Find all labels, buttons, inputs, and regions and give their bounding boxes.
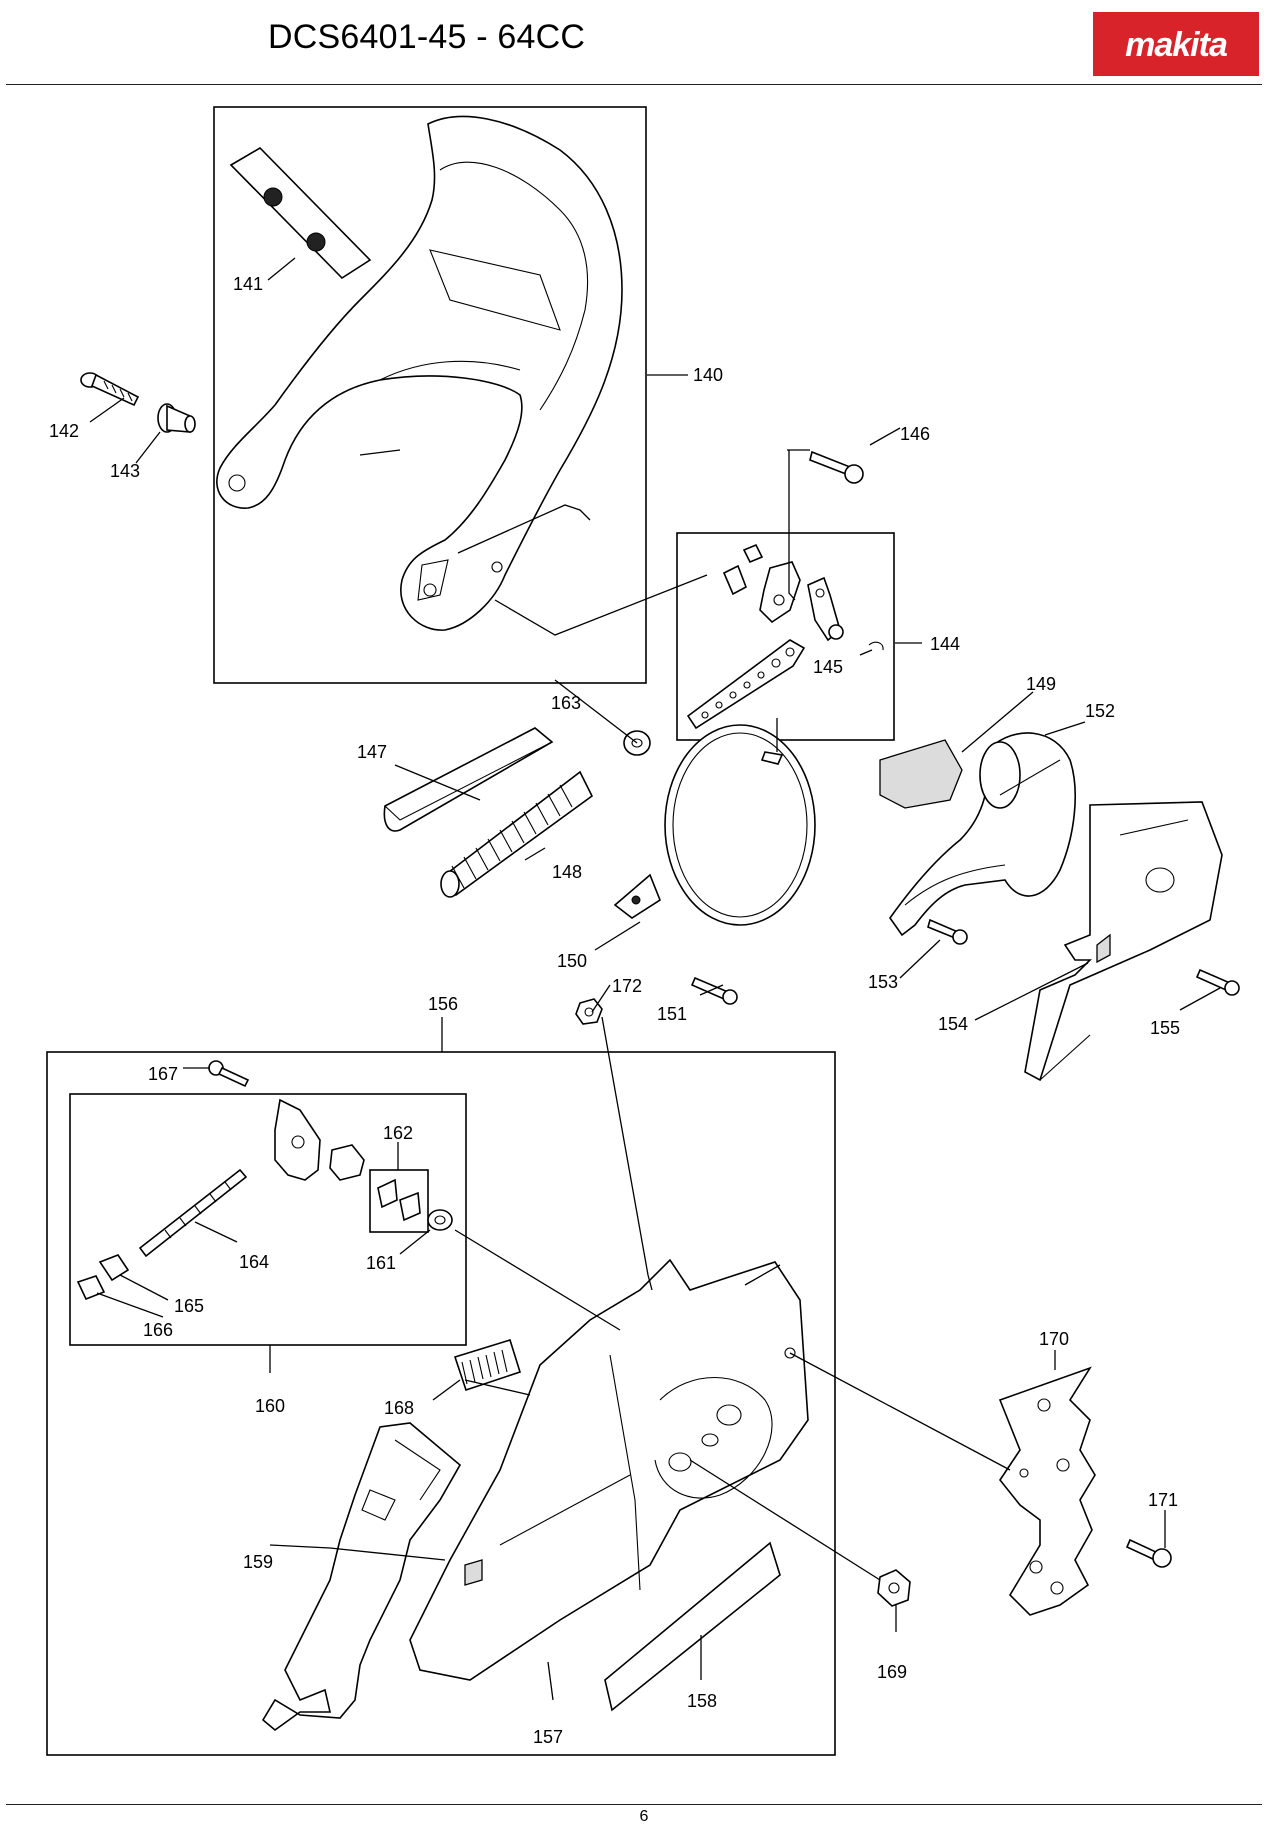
callout-156: 156 [428,994,458,1014]
insert-168-part [453,1339,521,1392]
callout-168: 168 [384,1398,414,1418]
sprocket-cover-assembly-frame [46,1051,836,1756]
bolt-142-part [80,372,140,407]
callout-163: 163 [551,693,581,713]
bushing-161-part [427,1209,453,1231]
warning-decal-part [229,146,372,280]
header-divider [6,84,1262,85]
callout-149: 149 [1026,674,1056,694]
front-hand-guard-frame [213,106,647,684]
callout-169: 169 [877,1662,907,1682]
brake-spring-part [440,770,594,898]
callout-140: 140 [693,365,723,385]
screw-146-part [809,450,864,484]
nut-172-part [575,998,603,1025]
callout-158: 158 [687,1691,717,1711]
page-title: DCS6401-45 - 64CC [268,18,586,56]
nut-169-part [877,1569,911,1607]
callout-153: 153 [868,972,898,992]
callout-170: 170 [1039,1329,1069,1349]
washer-set-frame [369,1169,429,1233]
brake-band-part [613,724,816,926]
callout-155: 155 [1150,1018,1180,1038]
callout-143: 143 [110,461,140,481]
callout-144: 144 [930,634,960,654]
adjuster-screw-164-part [138,1168,248,1258]
chain-adjuster-frame [69,1093,467,1346]
callout-145: 145 [813,657,843,677]
footer-divider [6,1804,1262,1805]
callout-154: 154 [938,1014,968,1034]
bushing-143-part [157,403,196,433]
callout-162: 162 [383,1123,413,1143]
felt-pad-149-part [879,739,963,809]
callout-148: 148 [552,862,582,882]
hand-guard-part [216,115,623,631]
adjuster-pin-166-part [76,1275,106,1301]
callout-147: 147 [357,742,387,762]
callout-labels: 141 140 142 143 146 144 145 163 147 148 … [49,274,1180,1747]
screw-153-part [927,918,968,945]
washer-set-162-part [377,1178,421,1222]
screw-155-part [1195,968,1240,996]
handle-guard-159-part [261,1422,462,1732]
callout-166: 166 [143,1320,173,1340]
callout-160: 160 [255,1396,285,1416]
makita-logo: makita [1093,12,1259,76]
callout-159: 159 [243,1552,273,1572]
callout-146: 146 [900,424,930,444]
brand-wordmark: makita [1125,26,1228,64]
callout-171: 171 [1148,1490,1178,1510]
callout-142: 142 [49,421,79,441]
cover-decal-158-part [604,1541,781,1712]
callout-161: 161 [366,1253,396,1273]
callout-151: 151 [657,1004,687,1024]
callout-150: 150 [557,951,587,971]
callout-141: 141 [233,274,263,294]
brake-linkage-part [686,543,884,730]
page-number: 6 [639,1808,649,1825]
bumper-spike-170-part [998,1366,1096,1616]
screw-171-part [1125,1538,1172,1568]
callout-164: 164 [239,1252,269,1272]
callout-172: 172 [612,976,642,996]
brake-lever-block-part [383,727,554,832]
adjuster-housing-part [274,1098,365,1181]
leader-lines [89,257,1221,1701]
screw-151-part [690,976,738,1005]
sprocket-cover-157-part [409,1258,809,1681]
guide-plate-154-part [1024,801,1223,1082]
callout-167: 167 [148,1064,178,1084]
brake-handle-152-part [889,732,1076,937]
chain-brake-linkage-frame [676,532,895,741]
callout-152: 152 [1085,701,1115,721]
adjuster-nut-165-part [98,1254,130,1282]
screw-167-part [208,1060,250,1088]
callout-165: 165 [174,1296,204,1316]
callout-157: 157 [533,1727,563,1747]
